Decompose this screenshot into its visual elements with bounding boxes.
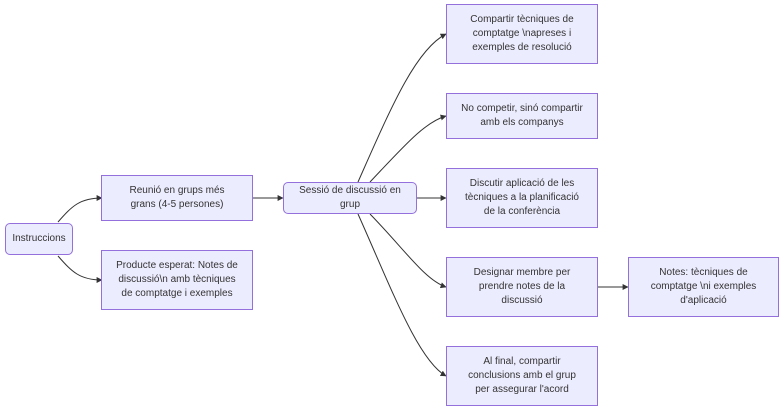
node-discuss: Discutir aplicació de les tècniques a la… xyxy=(446,168,598,228)
edge-instructions-expected xyxy=(57,255,103,283)
node-instructions: Instruccions xyxy=(5,223,73,255)
node-notes: Notes: tècniques de comptatge \ni exempl… xyxy=(628,257,779,317)
node-session: Sessió de discussió en grup xyxy=(283,182,417,214)
edge-instructions-meeting xyxy=(57,195,103,223)
edge-session-designate xyxy=(369,213,447,289)
node-designate: Designar membre per prendre notes de la … xyxy=(446,257,598,317)
edge-session-final xyxy=(357,213,447,377)
node-share: Compartir tècniques de comptatge \napres… xyxy=(446,4,598,64)
node-meeting: Reunió en grups més grans (4-5 persones) xyxy=(101,175,253,221)
node-final: Al final, compartir conclusions amb el g… xyxy=(446,346,598,406)
edge-session-share xyxy=(357,33,447,183)
node-no-compete: No competir, sinó compartir amb els comp… xyxy=(446,93,598,139)
edge-session-nocompete xyxy=(369,114,447,183)
node-expected: Producte esperat: Notes de discussió\n a… xyxy=(101,250,253,310)
